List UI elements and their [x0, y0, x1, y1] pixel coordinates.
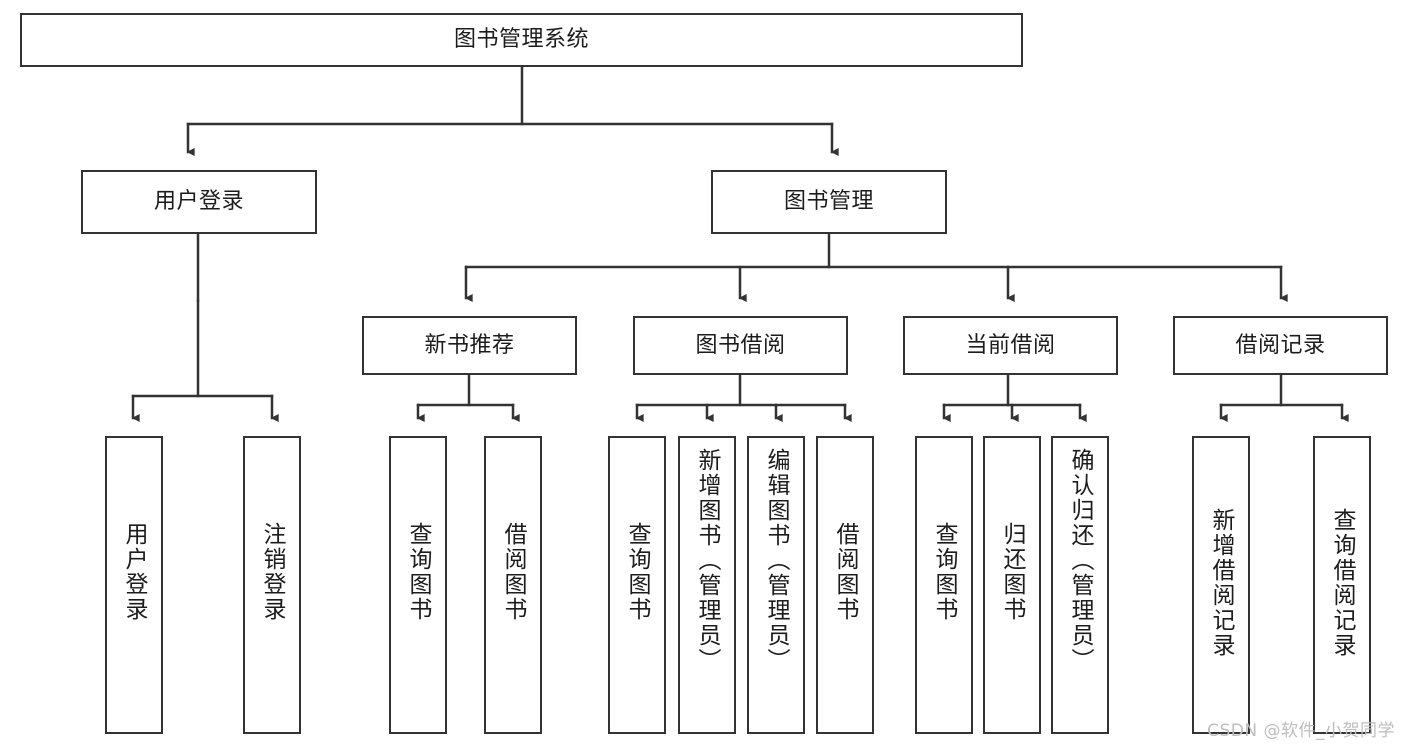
node-leaf-return-book-label: 归还图书	[999, 522, 1026, 622]
node-user-login-label: 用户登录	[153, 189, 244, 215]
node-book-management[interactable]: 图书管理	[711, 170, 947, 234]
node-book-borrow-label: 图书借阅	[695, 332, 786, 358]
node-leaf-query-book-1-label: 查询图书	[405, 522, 432, 622]
node-leaf-user-login-label: 用户登录	[121, 522, 148, 622]
node-leaf-query-record-label: 查询借阅记录	[1329, 508, 1356, 658]
node-leaf-edit-book[interactable]: 编辑图书（管理员）	[747, 436, 805, 734]
node-borrow-record[interactable]: 借阅记录	[1173, 316, 1388, 375]
node-leaf-query-book-2[interactable]: 查询图书	[608, 436, 666, 734]
node-current-borrow-label: 当前借阅	[965, 332, 1056, 358]
node-root-label: 图书管理系统	[453, 27, 589, 53]
node-user-login[interactable]: 用户登录	[81, 170, 317, 234]
node-leaf-edit-book-label: 编辑图书（管理员）	[763, 448, 790, 673]
node-leaf-add-record[interactable]: 新增借阅记录	[1192, 436, 1250, 734]
node-new-book-recommend-label: 新书推荐	[424, 332, 515, 358]
node-leaf-add-record-label: 新增借阅记录	[1208, 508, 1235, 658]
node-leaf-query-book-2-label: 查询图书	[624, 522, 651, 622]
node-new-book-recommend[interactable]: 新书推荐	[362, 316, 577, 375]
node-leaf-borrow-book-2-label: 借阅图书	[832, 522, 859, 622]
node-book-borrow[interactable]: 图书借阅	[633, 316, 848, 375]
node-leaf-return-book[interactable]: 归还图书	[983, 436, 1041, 734]
node-root[interactable]: 图书管理系统	[20, 13, 1023, 67]
node-leaf-query-book-1[interactable]: 查询图书	[389, 436, 447, 734]
node-leaf-add-book[interactable]: 新增图书（管理员）	[678, 436, 736, 734]
node-leaf-borrow-book-1-label: 借阅图书	[500, 522, 527, 622]
csdn-watermark: CSDN @软件_小贺同学	[1207, 721, 1395, 741]
node-leaf-logout-label: 注销登录	[259, 522, 286, 622]
node-leaf-confirm-return-label: 确认归还（管理员）	[1067, 448, 1094, 673]
node-leaf-borrow-book-2[interactable]: 借阅图书	[816, 436, 874, 734]
node-leaf-logout[interactable]: 注销登录	[243, 436, 301, 734]
node-leaf-query-book-3-label: 查询图书	[931, 522, 958, 622]
node-current-borrow[interactable]: 当前借阅	[903, 316, 1118, 375]
node-leaf-add-book-label: 新增图书（管理员）	[694, 448, 721, 673]
node-book-management-label: 图书管理	[783, 189, 874, 215]
node-leaf-borrow-book-1[interactable]: 借阅图书	[484, 436, 542, 734]
node-leaf-user-login[interactable]: 用户登录	[105, 436, 163, 734]
node-leaf-query-book-3[interactable]: 查询图书	[915, 436, 973, 734]
node-leaf-query-record[interactable]: 查询借阅记录	[1313, 436, 1371, 734]
node-borrow-record-label: 借阅记录	[1235, 332, 1326, 358]
node-leaf-confirm-return[interactable]: 确认归还（管理员）	[1051, 436, 1109, 734]
